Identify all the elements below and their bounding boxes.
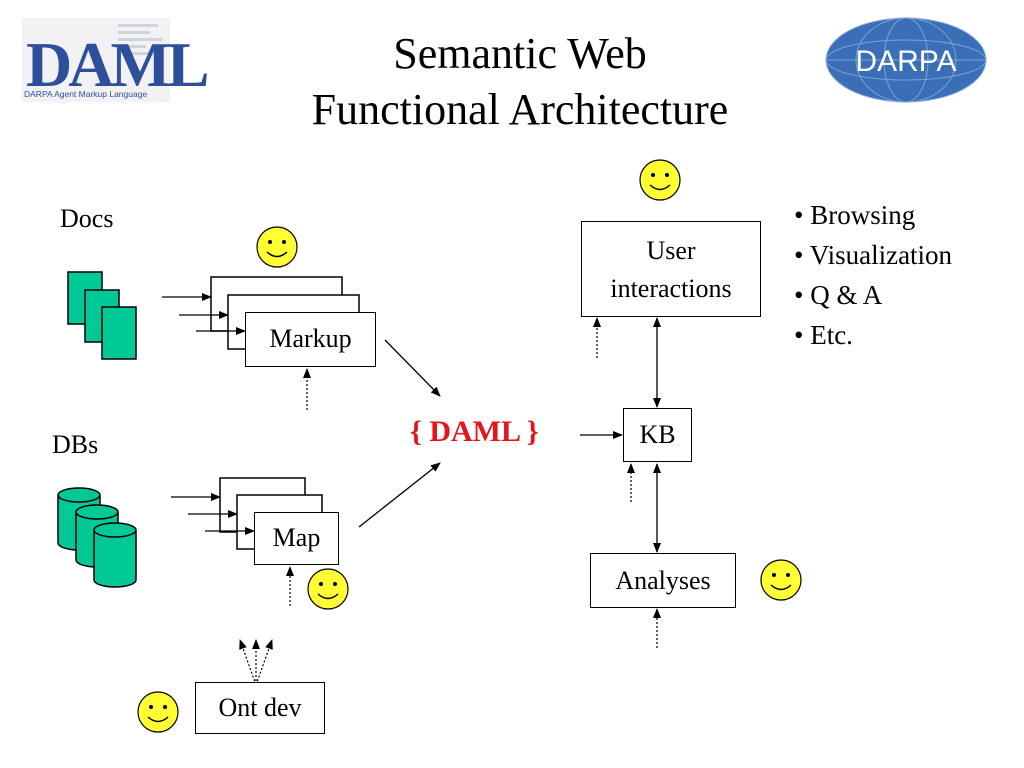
markup-to-daml-arrow xyxy=(384,339,441,397)
svg-text:DAML: DAML xyxy=(26,29,207,100)
map-to-daml-arrow xyxy=(358,462,441,528)
daml-logo: DAML DARPA Agent Markup Language xyxy=(22,18,211,102)
smiley-icon xyxy=(137,691,179,733)
user-interactions-line-1: User xyxy=(646,236,696,265)
user-interactions-line-2: interactions xyxy=(610,274,732,303)
title-line-1: Semantic Web xyxy=(393,29,647,78)
kb-box: KB xyxy=(623,408,692,462)
smiley-icon xyxy=(639,159,681,201)
bullet-item: • Q & A xyxy=(794,280,883,310)
docs-icon xyxy=(67,271,137,360)
markup-box: Markup xyxy=(245,312,376,367)
map-input-arrows xyxy=(171,493,255,535)
capabilities-list: • Browsing • Visualization • Q & A • Etc… xyxy=(794,195,952,355)
svg-text:DARPA Agent Markup Language: DARPA Agent Markup Language xyxy=(24,89,147,99)
smiley-icon xyxy=(307,568,349,610)
smiley-icon xyxy=(256,226,298,268)
bullet-item: • Visualization xyxy=(794,240,953,270)
user-interactions-box: User interactions xyxy=(581,221,761,317)
dbs-icon xyxy=(57,487,137,588)
ont-dev-box: Ont dev xyxy=(195,682,325,734)
darpa-logo: DARPA xyxy=(825,17,987,103)
docs-label: Docs xyxy=(60,204,114,233)
map-box: Map xyxy=(254,512,339,565)
smiley-icon xyxy=(760,559,802,601)
bullet-item: • Browsing xyxy=(794,200,916,230)
dbs-label: DBs xyxy=(52,430,99,459)
svg-text:DARPA: DARPA xyxy=(855,45,956,78)
bullet-item: • Etc. xyxy=(794,320,853,350)
analyses-box: Analyses xyxy=(590,553,736,608)
markup-input-arrows xyxy=(162,293,246,335)
dotted-arrows xyxy=(239,317,661,686)
slide-title: Semantic Web Functional Architecture xyxy=(220,26,820,138)
title-line-2: Functional Architecture xyxy=(311,85,729,134)
daml-label: { DAML } xyxy=(410,415,539,448)
